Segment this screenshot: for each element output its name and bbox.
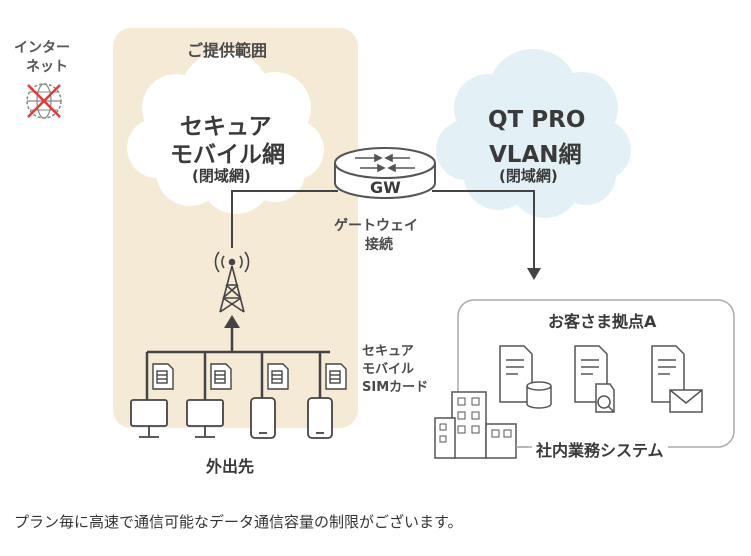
device-bus <box>145 350 330 400</box>
internet-globe-icon <box>26 83 62 119</box>
internet-label-line1: インター <box>14 40 70 56</box>
field-label: 外出先 <box>206 457 255 476</box>
footer-note: プラン毎に高速で通信可能なデータ通信容量の制限がございます。 <box>14 513 463 531</box>
qtpro-line2: VLAN網 <box>489 142 582 168</box>
building-icon <box>434 391 517 459</box>
sim-card-label-line2: モバイル <box>362 362 415 377</box>
secure-mobile-line2: モバイル網 <box>170 142 285 168</box>
internet-label-line2: ネット <box>26 59 68 75</box>
monitor-icon <box>130 399 224 438</box>
document-mail-icon <box>651 345 703 413</box>
branch-title: お客さま拠点A <box>548 312 657 331</box>
sim-card-label-line1: セキュア <box>362 344 414 359</box>
arrow-up-icon <box>224 315 240 328</box>
arrow-down-icon <box>527 268 541 280</box>
document-search-icon <box>574 345 615 413</box>
antenna-tower-icon <box>214 251 250 313</box>
qtpro-line1: QT PRO <box>488 107 586 133</box>
gateway-label: GW <box>370 178 401 197</box>
document-database-icon <box>499 345 552 409</box>
sim-card-label-line3: SIMカード <box>362 380 429 395</box>
provided-scope-label: ご提供範囲 <box>187 41 268 60</box>
secure-mobile-cloud <box>127 51 324 214</box>
connection-lines <box>231 190 535 276</box>
secure-mobile-line3: (閉域網) <box>192 167 251 185</box>
smartphone-icon <box>250 397 333 439</box>
gateway-caption-line2: 接続 <box>365 237 393 253</box>
gateway-caption-line1: ゲートウェイ <box>334 218 418 234</box>
system-label: 社内業務システム <box>532 437 668 461</box>
qtpro-line3: (閉域網) <box>499 167 558 185</box>
sim-card-icons <box>152 363 347 390</box>
gateway-router-icon <box>334 147 436 199</box>
qtpro-cloud <box>436 49 631 218</box>
secure-mobile-line1: セキュア <box>180 114 272 140</box>
